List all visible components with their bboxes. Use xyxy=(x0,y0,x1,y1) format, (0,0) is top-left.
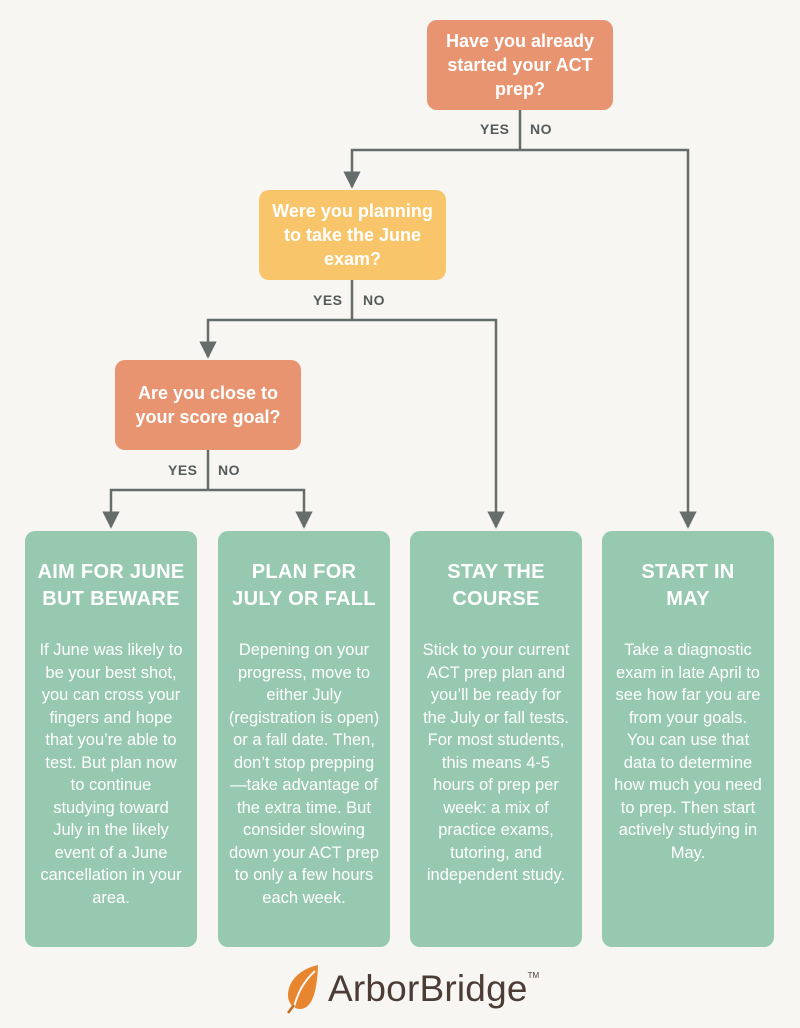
branch-label-no: NO xyxy=(530,121,552,137)
outcome-title: PLAN FOR JULY OR FALL xyxy=(232,561,376,610)
outcome-body: Stick to your current ACT prep plan and … xyxy=(422,641,570,884)
outcome-title: START IN MAY xyxy=(641,561,735,610)
branch-label-no: NO xyxy=(363,292,385,308)
arborbridge-logo: ArborBridge TM xyxy=(282,962,539,1016)
outcome-card-stay-the-course: STAY THE COURSE Stick to your current AC… xyxy=(410,531,582,947)
outcome-card-start-in-may: START IN MAY Take a diagnostic exam in l… xyxy=(602,531,774,947)
outcome-title: AIM FOR JUNE BUT BEWARE xyxy=(37,561,185,610)
branch-label-yes: YES xyxy=(313,292,343,308)
connector-q1-no xyxy=(520,148,697,529)
connector-q2-no xyxy=(352,318,505,529)
connector-q1-yes xyxy=(343,148,520,189)
branch-label-no: NO xyxy=(218,462,240,478)
question-started-prep: Have you already started your ACT prep? xyxy=(427,20,613,110)
branch-label-yes: YES xyxy=(168,462,198,478)
logo-wordmark: ArborBridge xyxy=(328,968,528,1009)
outcome-body: Depening on your progress, move to eithe… xyxy=(228,641,380,907)
outcome-card-aim-for-june: AIM FOR JUNE BUT BEWARE If June was like… xyxy=(25,531,197,947)
outcome-body: Take a diagnostic exam in late April to … xyxy=(614,641,762,862)
connector-q3-yes xyxy=(102,488,208,529)
outcome-title: STAY THE COURSE xyxy=(447,561,545,610)
connector-q2-yes xyxy=(199,318,352,359)
outcome-card-plan-for-july: PLAN FOR JULY OR FALL Depening on your p… xyxy=(218,531,390,947)
branch-label-yes: YES xyxy=(480,121,510,137)
leaf-icon xyxy=(287,965,318,1014)
question-june-exam: Were you planning to take the June exam? xyxy=(259,190,446,280)
outcome-body: If June was likely to be your best shot,… xyxy=(39,641,183,907)
question-score-goal: Are you close to your score goal? xyxy=(115,360,301,450)
connector-q3-no xyxy=(208,488,313,529)
logo-trademark: TM xyxy=(527,970,540,980)
